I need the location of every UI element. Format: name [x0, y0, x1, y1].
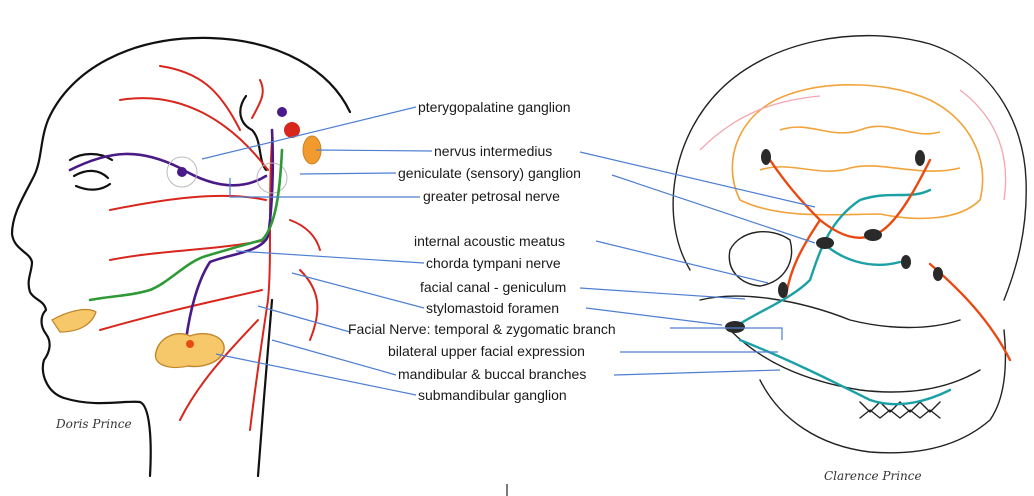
- leader-temporal-zygomatic-right: [670, 328, 782, 340]
- labels: pterygopalatine ganglion nervus intermed…: [348, 99, 616, 403]
- leader-geniculate-left: [300, 173, 396, 174]
- orange-nerve-main: [770, 160, 930, 238]
- facial-nerve-main: [250, 140, 272, 430]
- skull-marker-4: [864, 229, 882, 241]
- label-geniculate-ganglion: geniculate (sensory) ganglion: [398, 165, 581, 181]
- leader-geniculate-right: [612, 175, 815, 243]
- skull-marker-5: [901, 255, 911, 269]
- leader-nervus-intermedius-right: [580, 152, 815, 207]
- eye-lower: [76, 184, 110, 190]
- orange-nerve-branch: [930, 264, 1010, 360]
- orbit: [729, 232, 791, 286]
- skull-illustration: Clarence Prince: [673, 36, 1026, 483]
- eye-upper: [74, 171, 108, 178]
- buccal-branch: [110, 240, 266, 260]
- skull-marker-3: [816, 237, 834, 249]
- skull-marker-7: [778, 282, 788, 298]
- skull-marker-8: [725, 321, 745, 333]
- vessels-1: [700, 96, 820, 150]
- label-stylomastoid-foramen: stylomastoid foramen: [426, 300, 559, 316]
- label-mandibular-buccal-branches: mandibular & buccal branches: [398, 366, 586, 382]
- pterygopalatine-dot: [177, 167, 187, 177]
- temporal-branch: [120, 98, 268, 170]
- left-signature: Doris Prince: [55, 417, 132, 431]
- submandibular-dot: [186, 340, 194, 348]
- leader-stylomastoid-left: [292, 273, 424, 308]
- lip-tissue: [52, 310, 96, 332]
- label-chorda-tympani-nerve: chorda tympani nerve: [426, 255, 561, 271]
- leader-nervus-intermedius-left: [316, 150, 432, 151]
- leader-mandibular-buccal-right: [614, 370, 780, 375]
- leader-submandibular: [216, 354, 416, 395]
- label-greater-petrosal-nerve: greater petrosal nerve: [423, 188, 560, 204]
- submandibular-ganglion-shape: [155, 334, 224, 368]
- ear-dot-purple: [277, 107, 287, 117]
- greater-petrosal-path: [70, 154, 266, 185]
- zygomatic-branch: [110, 196, 266, 210]
- brain-fold-2: [760, 166, 960, 171]
- label-temporal-zygomatic-branch: Facial Nerve: temporal & zygomatic branc…: [348, 321, 616, 337]
- label-pterygopalatine-ganglion: pterygopalatine ganglion: [418, 99, 571, 115]
- skull-marker-1: [761, 149, 771, 165]
- maxilla: [730, 330, 980, 392]
- label-facial-canal-geniculum: facial canal - geniculum: [420, 279, 566, 295]
- label-internal-acoustic-meatus: internal acoustic meatus: [414, 233, 565, 249]
- label-bilateral-upper-facial-expression: bilateral upper facial expression: [388, 343, 585, 359]
- head-profile-illustration: Doris Prince: [12, 38, 350, 476]
- leader-facial-canal: [580, 288, 745, 299]
- skull-marker-6: [933, 267, 943, 281]
- temporal-branch-2: [160, 66, 240, 130]
- label-submandibular-ganglion: submandibular ganglion: [418, 387, 567, 403]
- leader-internal-acoustic: [596, 241, 768, 283]
- ear-outline: [240, 96, 266, 170]
- brain-outline: [732, 85, 982, 219]
- neck-branch-2: [290, 220, 320, 250]
- label-nervus-intermedius: nervus intermedius: [434, 143, 552, 159]
- brain-fold-1: [780, 126, 940, 133]
- skull-marker-2: [915, 150, 925, 166]
- teal-nerve-branch: [740, 340, 950, 404]
- nervus-intermedius-path: [186, 130, 273, 340]
- scalp-branch: [252, 80, 263, 118]
- teeth-lower: [860, 410, 940, 418]
- leader-chorda-tympani: [236, 251, 424, 263]
- neck-branch: [300, 270, 317, 340]
- leader-temporal-zygomatic-left: [258, 306, 350, 332]
- right-signature: Clarence Prince: [824, 469, 922, 483]
